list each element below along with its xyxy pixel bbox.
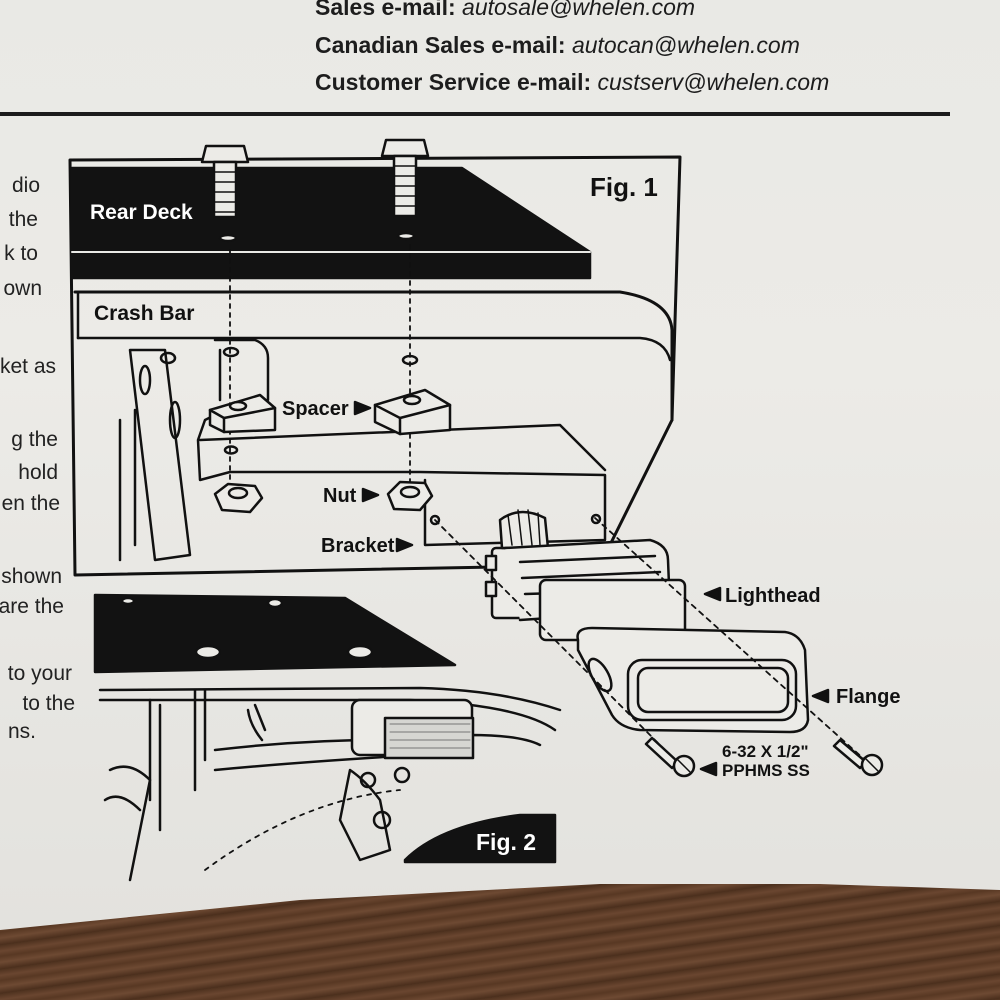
mounting-bracket	[196, 338, 607, 547]
arrow-right-icon	[361, 487, 380, 503]
screw-icon	[832, 738, 884, 777]
lighthead-label: Lighthead	[725, 585, 821, 607]
sales-email-label: Sales e-mail:	[315, 0, 456, 20]
left-text-fragment: shown	[1, 565, 62, 588]
rear-deck-label: Rear Deck	[90, 201, 193, 224]
left-text-fragment: are the	[0, 595, 64, 618]
left-text-fragment: own	[3, 277, 42, 300]
left-text-fragment: to the	[22, 692, 75, 715]
screw-icon	[644, 736, 696, 778]
fig2-title: Fig. 2	[476, 829, 536, 855]
customer-service-email-line: Customer Service e-mail: custserv@whelen…	[315, 69, 829, 96]
flange	[576, 626, 810, 734]
left-text-fragment: ns.	[7, 720, 36, 743]
arrow-left-icon	[703, 586, 722, 602]
crash-bar-label: Crash Bar	[94, 302, 194, 325]
fig1-frame	[68, 155, 682, 577]
bracket-label: Bracket	[321, 535, 395, 557]
fig2-lighthead	[350, 698, 475, 760]
arrow-right-icon	[395, 537, 414, 553]
customer-service-email-label: Customer Service e-mail:	[315, 69, 592, 95]
spacer-block	[373, 388, 452, 436]
bolt-icon	[200, 144, 250, 243]
arrow-left-icon	[699, 761, 718, 777]
left-text-fragment: dio	[11, 174, 40, 197]
arrow-left-icon	[811, 688, 830, 704]
left-text-fragment: g the	[11, 428, 58, 451]
hex-nut-icon	[213, 482, 264, 514]
side-bracket	[118, 348, 192, 562]
flange-label: Flange	[836, 686, 900, 708]
canadian-sales-email-link[interactable]: autocan@whelen.com	[571, 32, 800, 58]
left-text-fragment: hold	[18, 461, 58, 484]
customer-service-email-link[interactable]: custserv@whelen.com	[597, 69, 830, 95]
left-text-fragment: the	[8, 208, 38, 231]
canadian-sales-email-label: Canadian Sales e-mail:	[315, 32, 566, 58]
fig2-bumper	[98, 686, 562, 732]
fig1-title: Fig. 1	[590, 172, 658, 202]
left-text-fragment: k to	[4, 242, 38, 265]
arrow-right-icon	[353, 400, 372, 416]
bolt-icon	[380, 138, 430, 241]
sales-email-line: Sales e-mail: autosale@whelen.com	[315, 0, 695, 21]
spacer-block	[208, 393, 277, 434]
nut-label: Nut	[323, 485, 357, 507]
lighthead	[484, 509, 687, 642]
crash-bar	[73, 290, 674, 422]
left-text-fragment: to your	[7, 662, 72, 685]
screw-spec-line2: PPHMS SS	[722, 761, 810, 780]
fig2-badge	[403, 813, 557, 864]
spacer-label: Spacer	[282, 398, 349, 420]
hex-nut-icon	[386, 480, 434, 512]
left-text-fragment: ket as	[0, 355, 56, 378]
screw-spec-line1: 6-32 X 1/2"	[722, 742, 809, 761]
canadian-sales-email-line: Canadian Sales e-mail: autocan@whelen.co…	[315, 32, 800, 59]
sales-email-link[interactable]: autosale@whelen.com	[462, 0, 696, 20]
left-text-fragment: en the	[1, 492, 60, 515]
instruction-sheet	[0, 0, 1000, 930]
header-divider	[0, 112, 950, 116]
